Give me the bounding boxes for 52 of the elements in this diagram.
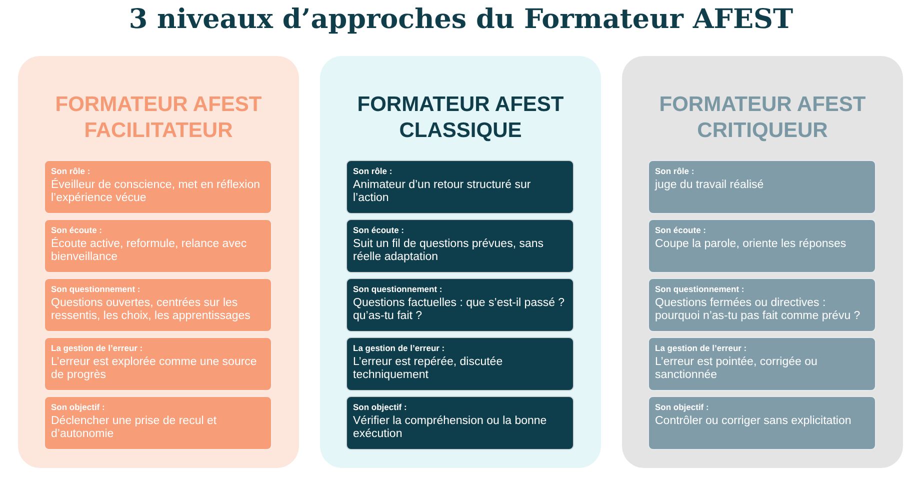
card-heading: Son questionnement : <box>51 284 142 294</box>
info-card <box>44 337 272 391</box>
card-text: Écoute active, reformule, relance avec bienveillance <box>51 238 248 264</box>
card-heading: Son rôle : <box>655 166 696 176</box>
card-text: Questions ouvertes, centrées sur les ressentis, les choix, les apprentissages <box>51 297 252 323</box>
column-panel <box>622 56 903 468</box>
info-card <box>346 396 574 450</box>
column-panel <box>320 56 601 468</box>
card-text: Questions fermées ou directives : pourquoi n’as-tu pas fait comme prévu ? <box>655 297 862 323</box>
card-heading: Son écoute : <box>353 225 406 235</box>
card-text: juge du travail réalisé <box>655 179 765 192</box>
info-card <box>44 396 272 450</box>
card-text: Vérifier la compréhension ou la bonne exécution <box>353 415 548 441</box>
card-heading: Son objectif : <box>655 402 710 412</box>
info-card <box>648 396 876 450</box>
card-text: L’erreur est repérée, discutée techniquement <box>353 356 504 382</box>
card-text: Animateur d’un retour structuré sur l’action <box>353 179 532 205</box>
info-card <box>346 278 574 332</box>
column-title: FORMATEUR AFEST FACILITATEUR <box>54 92 263 144</box>
card-text: Questions factuelles : que s’est-il passé ? qu’as-tu fait ? <box>353 297 566 323</box>
card-heading: Son questionnement : <box>655 284 746 294</box>
page-title: 3 niveaux d’approches du Formateur AFEST <box>128 4 794 35</box>
card-text: Éveilleur de conscience, met en réflexion l’expérience vécue <box>51 179 262 205</box>
card-heading: Son écoute : <box>51 225 104 235</box>
card-heading: La gestion de l’erreur : <box>353 343 446 353</box>
info-card <box>346 160 574 214</box>
card-heading: La gestion de l’erreur : <box>655 343 748 353</box>
card-heading: Son objectif : <box>353 402 408 412</box>
info-card <box>648 337 876 391</box>
info-card <box>648 219 876 273</box>
card-heading: Son questionnement : <box>353 284 444 294</box>
info-card <box>346 337 574 391</box>
column-panel <box>18 56 299 468</box>
card-heading: Son objectif : <box>51 402 106 412</box>
info-card <box>648 160 876 214</box>
card-text: Coupe la parole, oriente les réponses <box>655 238 848 251</box>
card-heading: Son rôle : <box>51 166 92 176</box>
card-text: Déclencher une prise de recul et d’autonomie <box>51 415 218 441</box>
card-text: Suit un fil de questions prévues, sans réelle adaptation <box>353 238 545 264</box>
card-text: L’erreur est explorée comme une source de progrès <box>51 356 258 382</box>
info-card <box>648 278 876 332</box>
info-card <box>346 219 574 273</box>
card-heading: Son écoute : <box>655 225 708 235</box>
card-text: Contrôler ou corriger sans explicitation <box>655 415 852 428</box>
card-heading: La gestion de l’erreur : <box>51 343 144 353</box>
column-title: FORMATEUR AFEST CLASSIQUE <box>356 92 565 144</box>
info-card <box>44 278 272 332</box>
card-text: L’erreur est pointée, corrigée ou sanctionnée <box>655 356 818 382</box>
column-title: FORMATEUR AFEST CRITIQUEUR <box>658 92 867 144</box>
card-heading: Son rôle : <box>353 166 394 176</box>
info-card <box>44 219 272 273</box>
info-card <box>44 160 272 214</box>
